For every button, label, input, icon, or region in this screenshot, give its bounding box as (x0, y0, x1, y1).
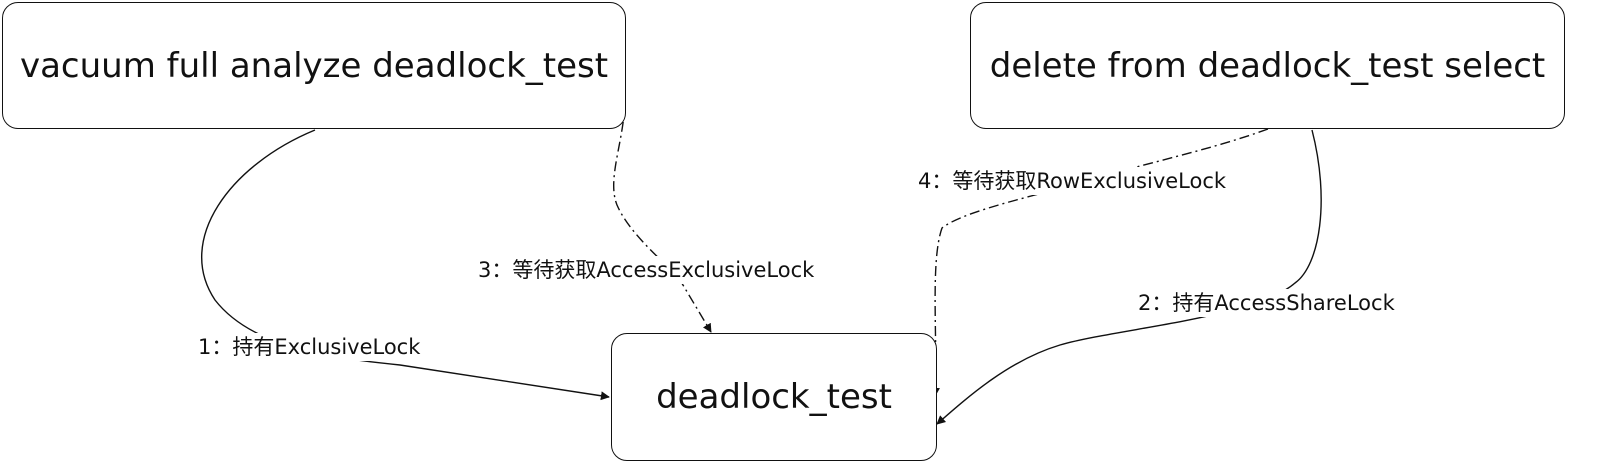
edge-wait-access-exclusive (613, 81, 712, 333)
table-node-label: deadlock_test (656, 377, 892, 417)
delete-session-label: delete from deadlock_test select (989, 45, 1546, 86)
edge-hold-access-share (936, 129, 1322, 425)
edge-label-wait-access-exclusive: 3：等待获取AccessExclusiveLock (476, 256, 817, 284)
edge-label-hold-exclusive: 1：持有ExclusiveLock (196, 333, 423, 361)
edge-label-wait-row-exclusive: 4：等待获取RowExclusiveLock (916, 167, 1229, 195)
delete-session-node: delete from deadlock_test select (970, 2, 1565, 129)
vacuum-session-node: vacuum full analyze deadlock_test (2, 2, 626, 129)
table-node: deadlock_test (611, 333, 937, 461)
edge-label-hold-access-share: 2：持有AccessShareLock (1136, 289, 1397, 317)
vacuum-session-label: vacuum full analyze deadlock_test (19, 45, 609, 86)
